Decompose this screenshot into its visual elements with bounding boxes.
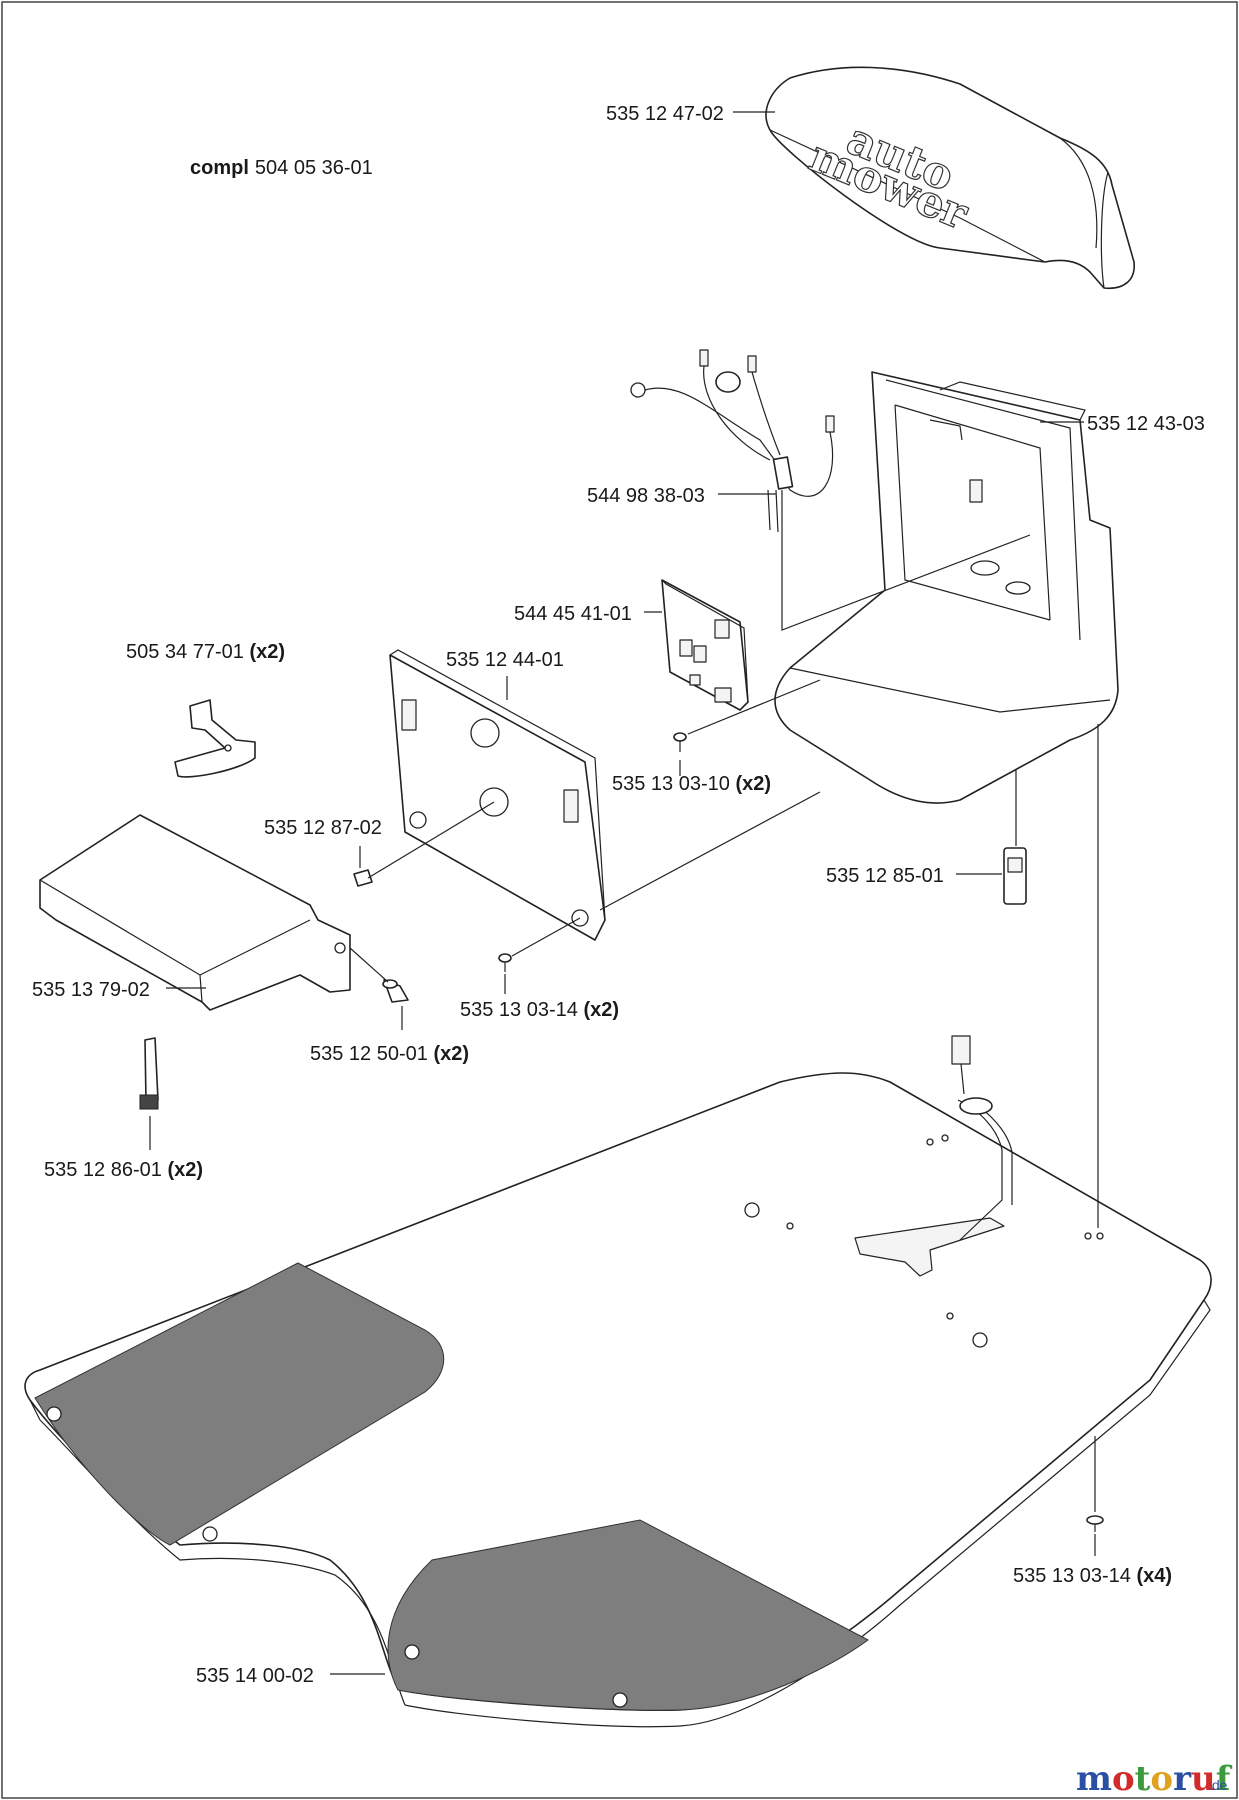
label-cover: 535 12 47-02 xyxy=(606,103,724,125)
watermark-letter: o xyxy=(1150,1759,1173,1799)
base-plate-part xyxy=(24,1035,1212,1728)
spacer-part xyxy=(382,979,409,1003)
watermark-letter: f xyxy=(1216,1759,1233,1799)
label-base-screw: 535 13 03-14 (x4) xyxy=(1013,1565,1172,1587)
assembly-lines xyxy=(349,679,1099,1512)
connector-part xyxy=(1003,847,1027,905)
label-plate: 535 12 44-01 xyxy=(446,649,564,671)
strip-part xyxy=(139,1037,159,1110)
circuit-board-part xyxy=(661,579,749,711)
pin-part xyxy=(353,869,373,887)
watermark-letter: t xyxy=(1135,1759,1151,1799)
label-connector: 535 12 85-01 xyxy=(826,865,944,887)
label-circuit-board: 544 45 41-01 xyxy=(514,603,632,625)
assembly-title: compl 504 05 36-01 xyxy=(190,157,373,179)
part-labels: 535 12 47-02 535 12 43-03 544 98 38-03 5… xyxy=(32,103,1205,1687)
label-plate-screw: 535 13 03-14 (x2) xyxy=(460,999,619,1021)
watermark-letter: o xyxy=(1112,1759,1135,1799)
watermark-text: motoruf xyxy=(1076,1759,1233,1799)
watermark-suffix: .de xyxy=(1208,1777,1228,1793)
label-base-plate: 535 14 00-02 xyxy=(196,1665,314,1687)
leader-lines xyxy=(149,111,1096,1675)
label-pin: 535 12 87-02 xyxy=(264,817,382,839)
watermark-letter: m xyxy=(1076,1759,1112,1799)
pcb-screw-part xyxy=(673,732,687,752)
label-cable-harness: 544 98 38-03 xyxy=(587,485,705,507)
watermark-letter: r xyxy=(1173,1759,1192,1799)
label-strip: 535 12 86-01 (x2) xyxy=(44,1159,203,1181)
base-screw-part xyxy=(1086,1515,1104,1532)
plate-part xyxy=(389,649,606,941)
cover-part: auto mower xyxy=(765,66,1135,289)
label-bracket: 535 13 79-02 xyxy=(32,979,150,1001)
label-clip: 505 34 77-01 (x2) xyxy=(126,641,285,663)
cable-harness-part xyxy=(630,349,1031,631)
label-housing: 535 12 43-03 xyxy=(1087,413,1205,435)
assembly-title-number: 504 05 36-01 xyxy=(255,157,373,179)
housing-part xyxy=(774,371,1119,804)
clip-part xyxy=(174,699,256,778)
watermark-letter: u xyxy=(1191,1759,1216,1799)
assembly-title-prefix: compl xyxy=(190,157,249,179)
plate-screw-part xyxy=(498,953,512,972)
watermark-logo: motoruf .de xyxy=(1076,1759,1233,1799)
label-pcb-screw: 535 13 03-10 (x2) xyxy=(612,773,771,795)
bracket-part xyxy=(39,814,351,1011)
label-spacer: 535 12 50-01 (x2) xyxy=(310,1043,469,1065)
